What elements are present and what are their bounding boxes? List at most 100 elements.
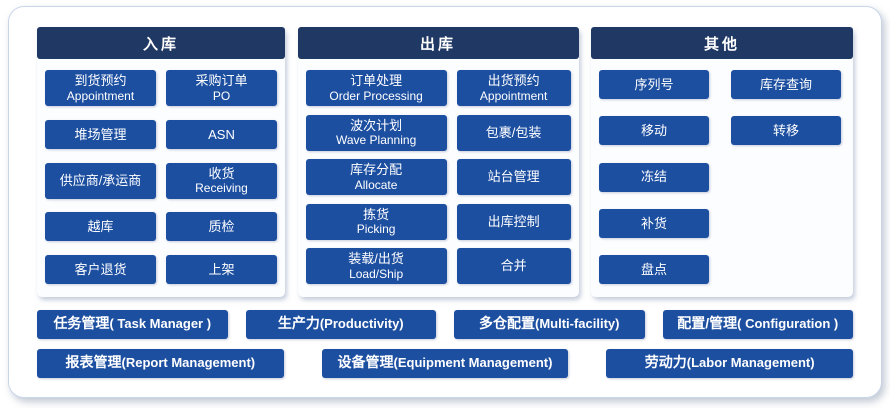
column-header-inbound: 入库 — [37, 27, 285, 59]
function-box: 站台管理 — [456, 159, 571, 195]
module-box: 多仓配置(Multi-facility) — [454, 310, 645, 339]
function-box: 供应商/承运商 — [45, 162, 156, 199]
box-label-en: Allocate — [354, 177, 398, 192]
box-label-zh: 生产力 — [277, 315, 320, 331]
box-label-zh: 上架 — [208, 261, 235, 277]
box-label-en: (Labor Management) — [686, 355, 815, 370]
box-label-zh: 冻结 — [640, 169, 667, 185]
function-box: 冻结 — [599, 162, 709, 192]
box-label-zh: 转移 — [772, 123, 799, 139]
column-header-outbound: 出库 — [297, 27, 579, 59]
box-label-zh: 波次计划 — [350, 117, 403, 133]
box-label-en: Wave Planning — [335, 133, 417, 148]
box-label-en: Picking — [356, 222, 396, 237]
box-label-en: Load/Ship — [349, 266, 404, 281]
function-row: 序列号 库存查询 — [599, 70, 845, 99]
module-box: 劳动力(Labor Management) — [606, 349, 854, 378]
function-box: 出库控制 — [456, 203, 571, 240]
box-label-en: Appointment — [479, 88, 548, 103]
box-label-zh: 装载/出货 — [348, 251, 404, 267]
function-row: 盘点 — [599, 255, 845, 284]
box-label-zh: 收货 — [208, 165, 235, 181]
function-box: 移动 — [599, 116, 709, 146]
box-label-zh: 劳动力 — [644, 354, 687, 370]
box-label-zh: 供应商/承运商 — [59, 172, 142, 188]
box-label-en: Receiving — [195, 181, 248, 196]
box-label-en: Order Processing — [329, 88, 423, 103]
column-rows: 序列号 库存查询移动 转移冻结补货盘点 — [591, 59, 853, 297]
box-label-zh: 配置/管理 — [677, 315, 738, 331]
box-label-en: (Multi-facility) — [535, 316, 620, 331]
function-box: 补货 — [599, 208, 709, 238]
box-label-en: Appointment — [66, 88, 135, 103]
module-box: 任务管理( Task Manager ) — [37, 310, 228, 339]
module-box: 报表管理(Report Management) — [37, 349, 284, 378]
box-label-en: ( Configuration ) — [737, 316, 839, 331]
function-box: 包裹/包装 — [456, 114, 571, 151]
box-label-zh: 订单处理 — [350, 73, 403, 89]
function-row: 冻结 — [599, 162, 845, 192]
function-row: 越库 质检 — [45, 212, 277, 242]
box-label-en: (Equipment Management) — [393, 355, 553, 370]
footer-row-1: 任务管理( Task Manager ) 生产力(Productivity) 多仓配… — [37, 310, 853, 339]
box-label-zh: 设备管理 — [337, 354, 394, 370]
function-box: 转移 — [731, 116, 841, 146]
box-label-en: (Report Management) — [121, 355, 256, 370]
column-other: 其他序列号 库存查询移动 转移冻结补货盘点 — [591, 27, 853, 297]
module-box: 设备管理(Equipment Management) — [321, 349, 569, 378]
function-box: 越库 — [45, 212, 156, 242]
box-label-zh: 库存分配 — [350, 162, 403, 178]
box-label-zh: 多仓配置 — [479, 315, 535, 331]
column-header-other: 其他 — [591, 27, 853, 59]
function-box: 合并 — [456, 248, 571, 284]
box-label-en: (Productivity) — [319, 316, 404, 331]
box-label-zh: 采购订单 — [195, 73, 248, 89]
box-label-zh: 站台管理 — [487, 169, 540, 185]
box-label-zh: 移动 — [640, 123, 667, 139]
box-label-zh: 报表管理 — [65, 354, 122, 370]
box-label-en: PO — [212, 88, 231, 103]
column-panel: 其他序列号 库存查询移动 转移冻结补货盘点 — [591, 27, 853, 297]
function-box: 序列号 — [599, 70, 709, 99]
box-label-zh: 包裹/包装 — [485, 124, 542, 140]
function-box: 质检 — [166, 212, 277, 242]
box-label-zh: 越库 — [87, 219, 114, 235]
function-box: ASN — [166, 119, 277, 149]
box-label-zh: 到货预约 — [74, 73, 127, 89]
function-row: 客户退货 上架 — [45, 255, 277, 284]
footer-row-2: 报表管理(Report Management) 设备管理(Equipment Ma… — [37, 349, 854, 378]
function-box: 堆场管理 — [45, 119, 156, 149]
box-label-zh: 出货预约 — [487, 73, 540, 89]
module-box: 生产力(Productivity) — [245, 310, 436, 339]
box-label-zh: 拣货 — [363, 206, 390, 222]
function-box: 客户退货 — [45, 255, 156, 284]
box-label-zh: 客户退货 — [74, 261, 127, 277]
box-label-zh: ASN — [208, 126, 235, 142]
box-label-zh: 序列号 — [634, 76, 674, 92]
function-box: 盘点 — [599, 255, 709, 284]
box-label-zh: 盘点 — [640, 261, 667, 277]
function-row: 补货 — [599, 208, 845, 238]
box-label-zh: 合并 — [500, 258, 527, 274]
function-row: 移动 转移 — [599, 116, 845, 146]
function-box: 库存查询 — [731, 70, 841, 99]
